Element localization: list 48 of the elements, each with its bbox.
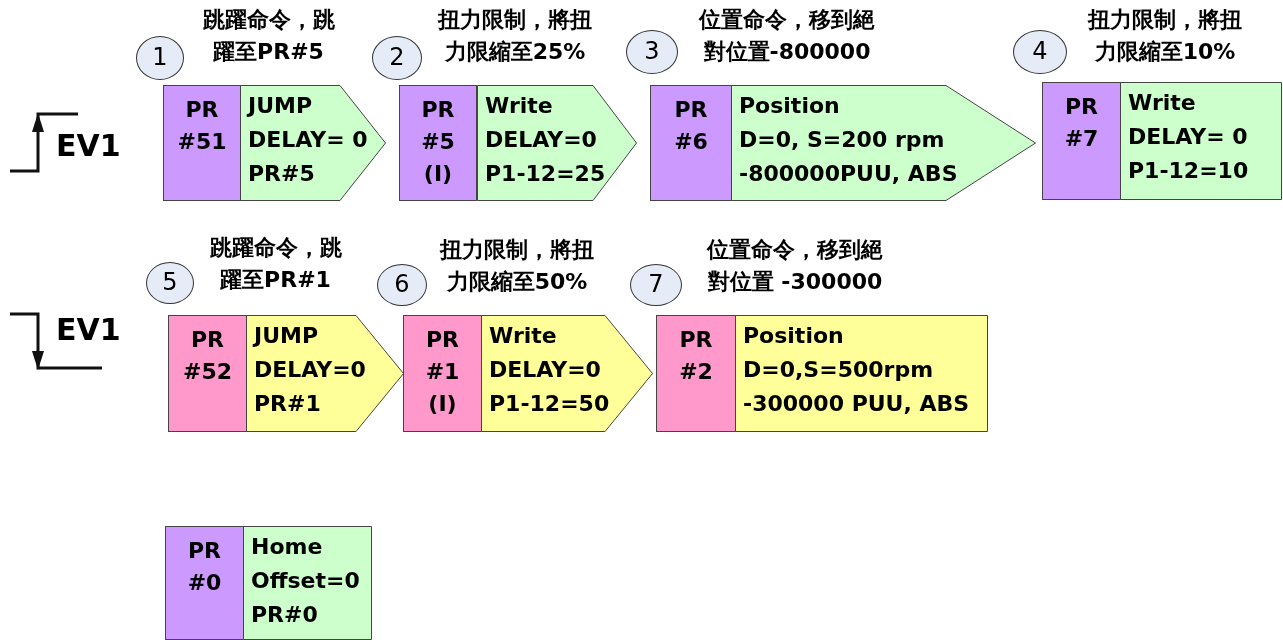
step-number: 3: [626, 30, 678, 74]
step-description: 跳躍命令，跳躍至PR#1: [208, 234, 343, 294]
command-text: -300000 PUU, ABS: [743, 390, 970, 418]
step-number: 2: [372, 36, 422, 80]
command-text: PR#1: [254, 390, 321, 418]
command-text: Position: [739, 92, 840, 120]
step-description: 跳躍命令，跳躍至PR#5: [201, 6, 336, 66]
command-text: D=0, S=200 rpm: [739, 126, 945, 154]
pr-number-box: PR #2: [656, 315, 736, 432]
step-number: 6: [377, 264, 427, 306]
command-text: JUMP: [254, 322, 319, 350]
pr-number-box: PR #5 (I): [399, 85, 477, 201]
command-text: P1-12=25: [485, 160, 606, 188]
command-text: DELAY=0: [485, 126, 597, 154]
step-description: 扭力限制，將扭力限縮至25%: [436, 6, 593, 66]
command-text: DELAY=0: [254, 356, 366, 384]
pr-number-box: PR #0: [165, 526, 244, 640]
step-description: 扭力限制，將扭力限縮至50%: [438, 236, 595, 296]
command-text: P1-12=50: [489, 390, 610, 418]
command-text: P1-12=10: [1128, 157, 1249, 185]
step-number: 5: [146, 262, 194, 304]
command-text: Write: [1128, 89, 1196, 117]
signal-label: EV1: [56, 128, 121, 163]
pr-number-box: PR #51: [163, 85, 241, 201]
signal-label: EV1: [56, 312, 121, 347]
command-text: JUMP: [248, 92, 313, 120]
command-text: Write: [485, 92, 553, 120]
command-text: PR#5: [248, 160, 315, 188]
pr-number-box: PR #6: [650, 85, 732, 201]
step-number: 4: [1013, 30, 1067, 74]
command-text: Offset=0: [251, 567, 360, 595]
step-description: 位置命令，移到絕對位置-800000: [697, 6, 876, 66]
command-text: Write: [489, 322, 557, 350]
command-text: DELAY= 0: [1128, 123, 1248, 151]
step-number: 7: [630, 264, 682, 306]
command-text: PR#0: [251, 601, 318, 629]
pr-number-box: PR #52: [168, 315, 247, 432]
step-description: 位置命令，移到絕對位置 -300000: [705, 236, 884, 296]
command-text: DELAY= 0: [248, 126, 368, 154]
pr-number-box: PR #1 (I): [403, 315, 482, 432]
command-text: Position: [743, 322, 844, 350]
command-text: D=0,S=500rpm: [743, 356, 934, 384]
step-number: 1: [136, 36, 184, 80]
step-description: 扭力限制，將扭力限縮至10%: [1086, 6, 1243, 66]
command-text: DELAY=0: [489, 356, 601, 384]
command-text: -800000PUU, ABS: [739, 160, 958, 188]
pr-number-box: PR #7: [1042, 82, 1121, 200]
command-text: Home: [251, 533, 323, 561]
